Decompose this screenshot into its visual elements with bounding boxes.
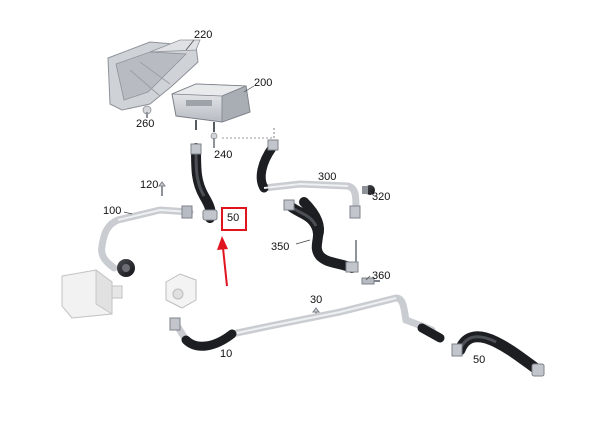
highlight-arrow [217,236,228,287]
control-unit-200[interactable] [171,83,251,132]
label-part-220[interactable]: 220 [194,29,213,41]
label-part-350[interactable]: 350 [271,241,290,253]
clip-320[interactable] [362,185,375,195]
label-part-100[interactable]: 100 [103,205,122,217]
highlight-box-part-50[interactable] [221,207,247,231]
reference-lines [222,128,275,142]
label-part-200[interactable]: 200 [254,77,273,89]
hose-100[interactable] [98,205,194,277]
label-part-50-highlighted[interactable]: 50 [227,212,240,224]
label-part-30[interactable]: 30 [310,294,323,306]
label-part-120[interactable]: 120 [140,179,159,191]
label-part-360[interactable]: 360 [372,270,391,282]
screw-260[interactable] [142,105,152,118]
label-part-10[interactable]: 10 [220,348,233,360]
bolt-120[interactable] [158,181,166,196]
label-part-260[interactable]: 260 [136,118,155,130]
leader-lines [123,39,375,281]
coolant-reservoir[interactable] [61,269,123,319]
bracket-220[interactable] [107,39,201,111]
label-part-240[interactable]: 240 [214,149,233,161]
label-part-50-lower[interactable]: 50 [473,354,486,366]
hose-300[interactable] [256,139,361,219]
hose-50-lower[interactable] [451,331,545,377]
coolant-pump[interactable] [165,273,197,309]
hose-350[interactable] [283,197,359,273]
screw-240[interactable] [210,132,218,148]
hose-50-upper[interactable] [190,143,218,223]
label-part-320[interactable]: 320 [372,191,391,203]
pipe-10[interactable] [169,294,445,351]
label-part-300[interactable]: 300 [318,171,337,183]
